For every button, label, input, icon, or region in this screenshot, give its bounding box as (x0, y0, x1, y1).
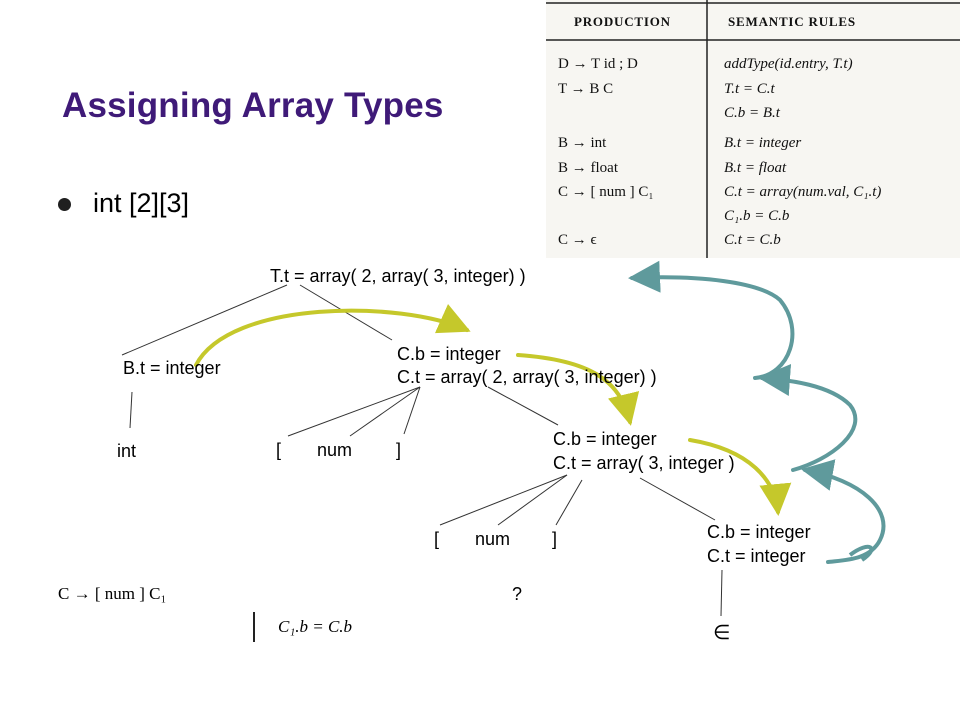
edge-c1-c2 (487, 386, 559, 426)
synth-curl (848, 544, 874, 562)
bullet-text: int [2][3] (93, 188, 190, 218)
table-rule-1: T.t = C.t (724, 81, 775, 97)
table-rule-2: C.b = B.t (724, 105, 780, 121)
epsilon-leaf: ∈ (713, 622, 731, 644)
inherited-arrow-b-to-c1 (194, 303, 471, 367)
inherited-arrow-c1-to-c2 (516, 353, 640, 426)
inherited-arrow-c2-to-c3 (688, 438, 792, 516)
bracket-open-leaf-1: [ (276, 440, 282, 460)
bracket-open-leaf-2: [ (434, 529, 440, 549)
table-production-0: D → T id ; D (558, 56, 638, 72)
c3-t-attr: C.t = integer (707, 546, 806, 566)
num-leaf-2: num (475, 529, 511, 549)
c1-b-attr: C.b = integer (397, 344, 501, 364)
table-rule-0: addType(id.entry, T.t) (724, 56, 853, 72)
formula-production: C → [ num ] C₁ (58, 584, 167, 603)
table-production-5: C → [ num ] C₁ (558, 184, 654, 200)
edge-c1-bracket-open (287, 386, 421, 437)
synth-arrow-c1-to-root (628, 260, 795, 380)
bracket-close-leaf-1: ] (396, 440, 402, 460)
formula-rule: C₁.b = C.b (278, 617, 353, 636)
table-rule-3: B.t = integer (724, 135, 802, 151)
edge-c1-num (349, 386, 421, 437)
table-rule-5: C.t = array(num.val, C₁.t) (724, 184, 882, 200)
edge-c3-epsilon (720, 569, 723, 617)
edge-c2-bracket-close (555, 479, 583, 526)
edge-c2-num (497, 474, 568, 526)
num-leaf-1: num (317, 440, 353, 460)
c1-t-attr: C.t = array( 2, array( 3, integer) ) (397, 367, 657, 387)
synth-arrow-c3-to-c2 (801, 459, 886, 564)
edge-c1-bracket-close (403, 386, 421, 435)
table-rule-4: B.t = float (724, 160, 787, 176)
question-mark: ? (512, 584, 523, 604)
table-rule-6: C₁.b = C.b (724, 208, 790, 224)
edge-b-int (129, 391, 133, 429)
b-node: B.t = integer (123, 358, 221, 378)
synth-arrow-c2-to-c1 (758, 364, 858, 472)
slide-title: Assigning Array Types (62, 86, 444, 125)
c2-b-attr: C.b = integer (553, 429, 657, 449)
table-lines (546, 0, 960, 258)
edge-c2-c3 (639, 477, 716, 521)
table-production-1: T → B C (558, 81, 614, 97)
sdd-table: PRODUCTION SEMANTIC RULES D → T id ; D a… (546, 0, 960, 258)
edge-c2-bracket-open (439, 474, 568, 526)
table-rule-7: C.t = C.b (724, 232, 781, 248)
table-header-rules: SEMANTIC RULES (728, 14, 856, 29)
table-production-4: B → float (558, 160, 618, 176)
c2-t-attr: C.t = array( 3, integer ) (553, 453, 735, 473)
table-production-3: B → int (558, 135, 607, 151)
c3-b-attr: C.b = integer (707, 522, 811, 542)
formula-bar (253, 612, 255, 642)
table-header-production: PRODUCTION (574, 14, 671, 29)
table-production-7: C → ϵ (558, 232, 597, 248)
edge-root-b (121, 284, 288, 356)
int-leaf: int (117, 441, 137, 461)
bracket-close-leaf-2: ] (552, 529, 558, 549)
root-node: T.t = array( 2, array( 3, integer) ) (270, 266, 526, 286)
bullet-icon (58, 198, 71, 211)
